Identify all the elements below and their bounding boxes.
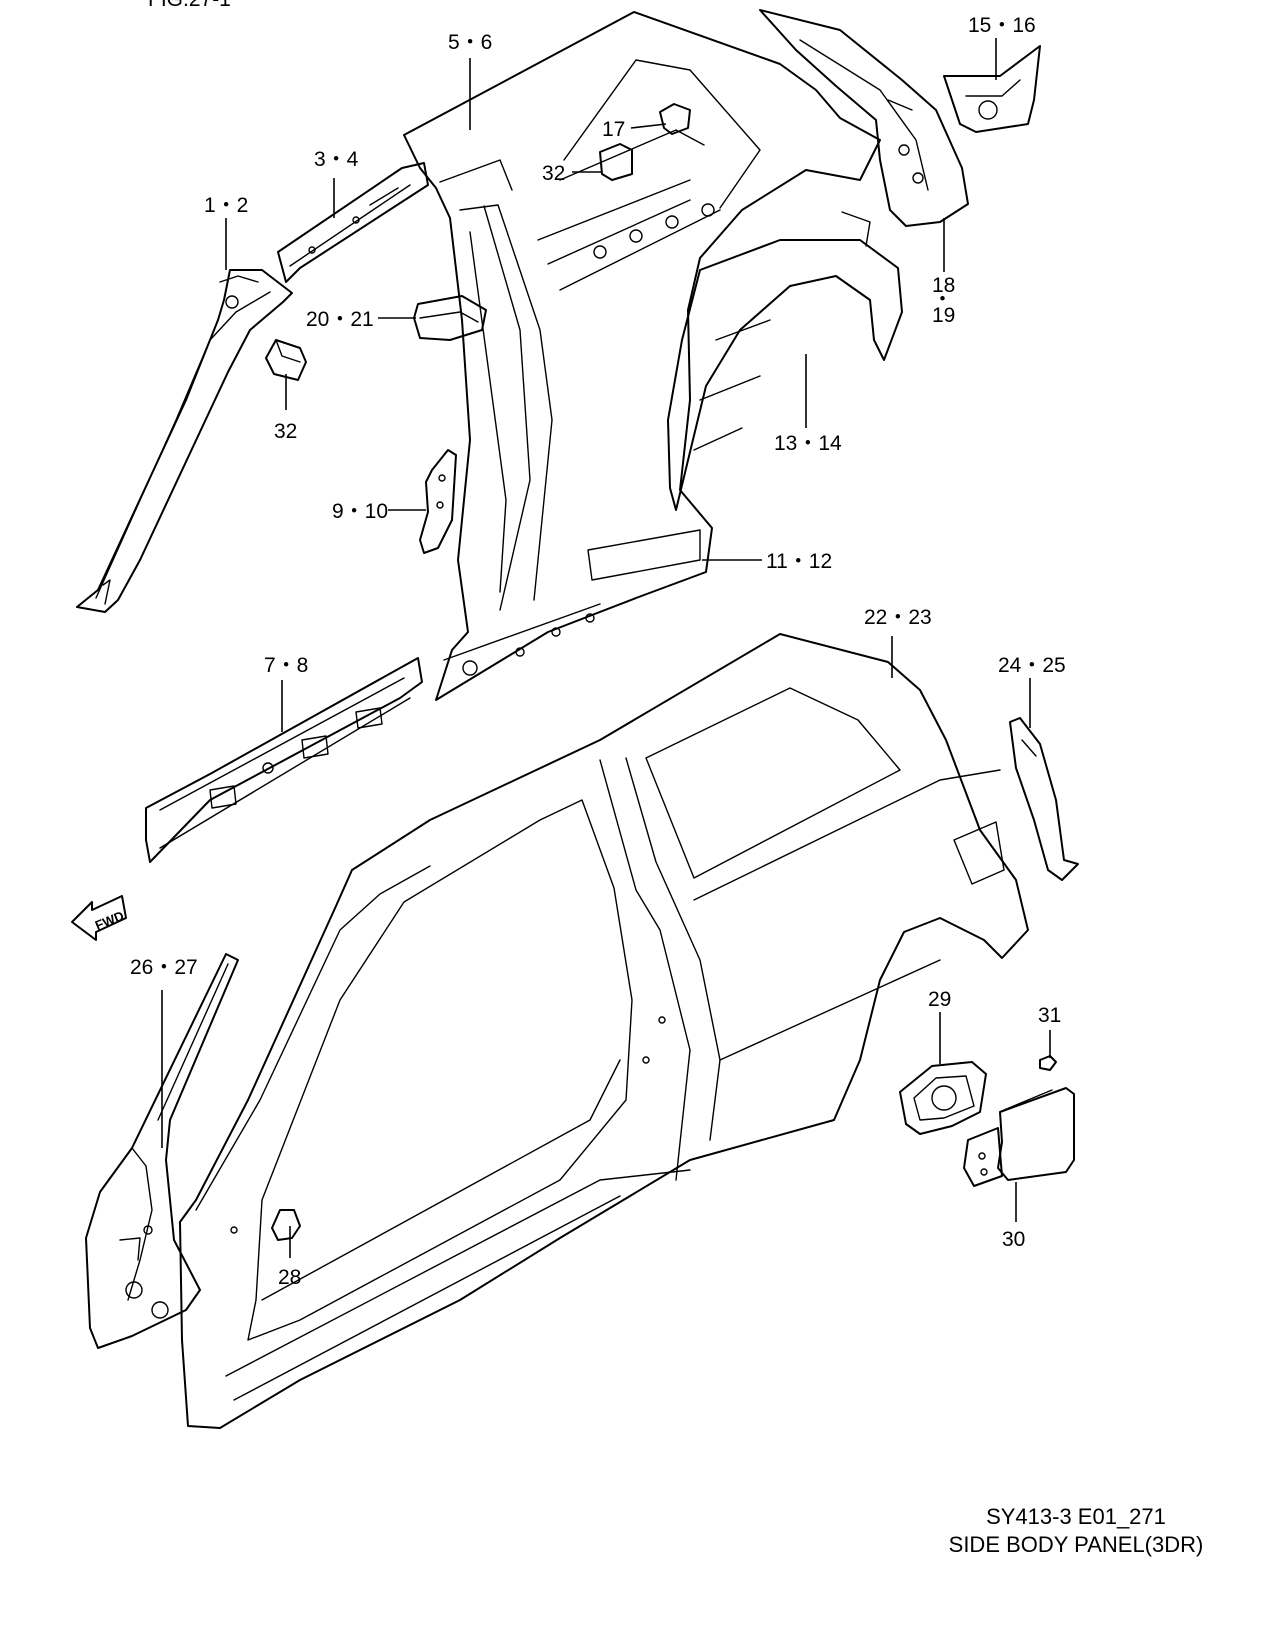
leader-lines (161, 38, 1051, 1258)
callout-11-12: 11・12 (766, 550, 832, 573)
callout-18: 18 (932, 274, 955, 297)
corner-gusset-part (943, 45, 1041, 133)
callout-32-upper: 32 (542, 162, 565, 185)
callout-5-6: 5・6 (448, 31, 492, 54)
rear-corner-bracket-part (1009, 717, 1079, 881)
callout-20-21: 20・21 (306, 308, 374, 331)
front-pillar-lower-part (85, 953, 239, 1349)
callout-3-4: 3・4 (314, 148, 359, 171)
figure-label: FIG.27-1 (148, 0, 231, 11)
forward-arrow-icon: FWD (71, 895, 127, 941)
diagram-code: SY413-3 E01_271 (986, 1504, 1166, 1529)
callout-32-lower: 32 (274, 420, 297, 443)
plug-17-part (659, 103, 691, 135)
clip-32-left-part (265, 339, 307, 381)
callout-22-23: 22・23 (864, 606, 932, 629)
callout-26-27: 26・27 (130, 956, 198, 979)
callout-9-10: 9・10 (332, 500, 388, 523)
bracket-9-10-part (419, 449, 457, 554)
callout-31: 31 (1038, 1004, 1061, 1027)
roof-side-rail-part (277, 162, 429, 283)
rocker-inner-part (145, 657, 423, 863)
diagram-footer: SY413-3 E01_271 SIDE BODY PANEL(3DR) (949, 1504, 1204, 1557)
bolt-31-part (1039, 1055, 1057, 1071)
callout-17: 17 (602, 118, 625, 141)
bracket-20-21-part (413, 295, 487, 341)
center-pillar-part (403, 11, 881, 701)
clip-32-right-part (599, 143, 633, 181)
callout-7-8: 7・8 (264, 654, 308, 677)
callout-30: 30 (1002, 1228, 1025, 1251)
clip-28-part (271, 1209, 301, 1241)
rear-wheelhouse-part (667, 211, 903, 511)
callout-13-14: 13・14 (774, 432, 842, 455)
callout-15-16: 15・16 (968, 14, 1036, 37)
fuel-lid-part (963, 1087, 1075, 1187)
callout-19: 19 (932, 304, 955, 327)
fuel-filler-housing-part (899, 1061, 987, 1135)
a-pillar-inner-part (76, 269, 293, 613)
diagram-title: SIDE BODY PANEL(3DR) (949, 1532, 1204, 1557)
rear-pillar-bracket-part (759, 9, 969, 227)
callout-29: 29 (928, 988, 951, 1011)
forward-arrow-label: FWD (93, 908, 126, 933)
callout-dot: ・ (932, 288, 953, 311)
callout-1-2: 1・2 (204, 194, 248, 217)
outer-side-panel-part (179, 633, 1029, 1429)
callout-28: 28 (278, 1266, 301, 1289)
callout-24-25: 24・25 (998, 654, 1066, 677)
callout-labels: 1・2 3・4 5・6 17 32 15・16 18 ・ 19 20・21 32… (130, 14, 1066, 1289)
